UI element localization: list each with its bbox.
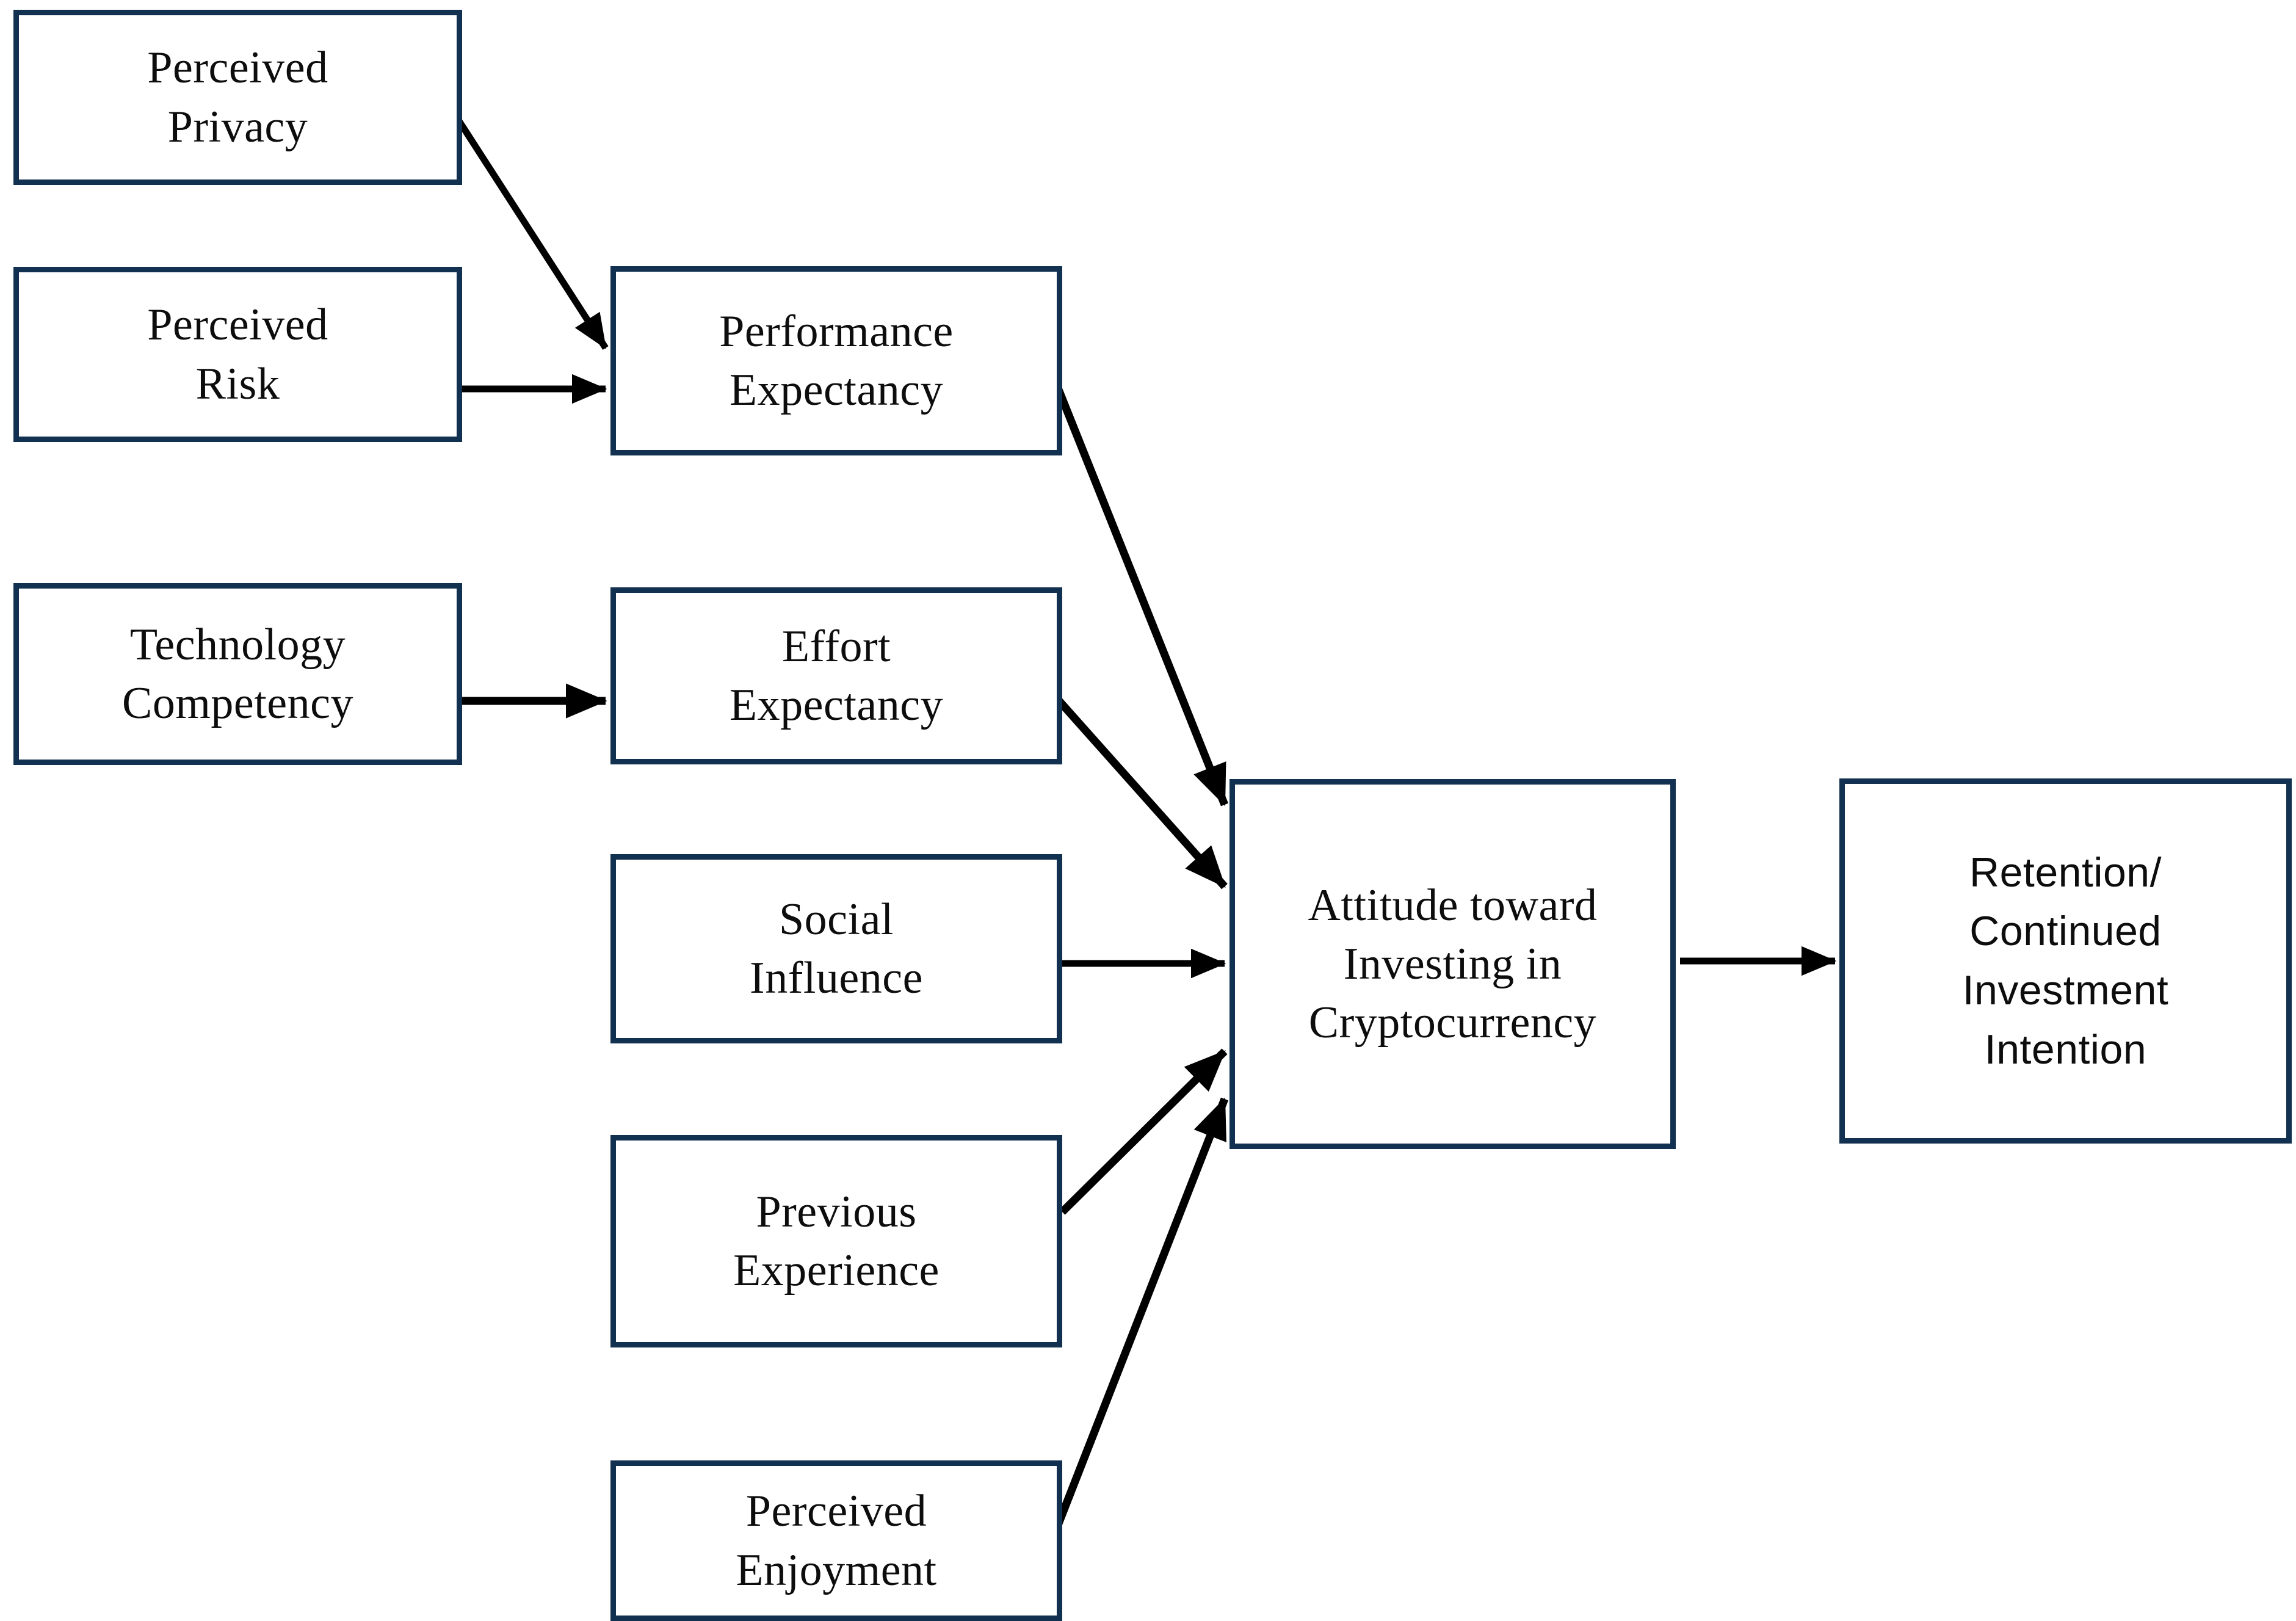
arrow-previous-to-attitude: [1059, 1048, 1228, 1215]
node-label-line: Risk: [195, 358, 280, 409]
node-label-line: Competency: [121, 678, 353, 728]
node-label-line: Performance: [719, 306, 954, 357]
node-label-line: Perceived: [147, 300, 328, 350]
node-label-line: Enjoyment: [736, 1545, 937, 1595]
node-label-line: Continued: [1969, 908, 2162, 955]
node-label-line: Perceived: [147, 43, 328, 93]
arrow-performance-to-attitude: [1040, 351, 1229, 807]
node-label-line: Perceived: [745, 1486, 927, 1537]
node-label-line: Attitude toward: [1308, 880, 1598, 930]
node-label-line: Investing in: [1343, 938, 1562, 989]
node-label-line: Social: [779, 894, 894, 945]
node-label-line: Previous: [756, 1186, 917, 1237]
node-label-line: Cryptocurrency: [1308, 998, 1597, 1048]
arrow-effort-to-attitude: [1056, 698, 1228, 890]
node-label-line: Technology: [129, 619, 346, 670]
node-label-line: Expectancy: [729, 680, 944, 730]
arrow-enjoyment-to-attitude: [1054, 1097, 1229, 1527]
node-label-line: Retention/: [1969, 849, 2162, 896]
node-label-line: Influence: [750, 953, 923, 1003]
node-label-line: Effort: [781, 621, 891, 672]
arrow-privacy-to-performance: [454, 115, 609, 350]
node-label-line: Expectancy: [729, 365, 944, 415]
node-label-line: Experience: [733, 1246, 940, 1296]
node-label-line: Intention: [1984, 1026, 2147, 1073]
node-label-line: Privacy: [167, 101, 308, 152]
node-label-line: Investment: [1962, 967, 2169, 1014]
